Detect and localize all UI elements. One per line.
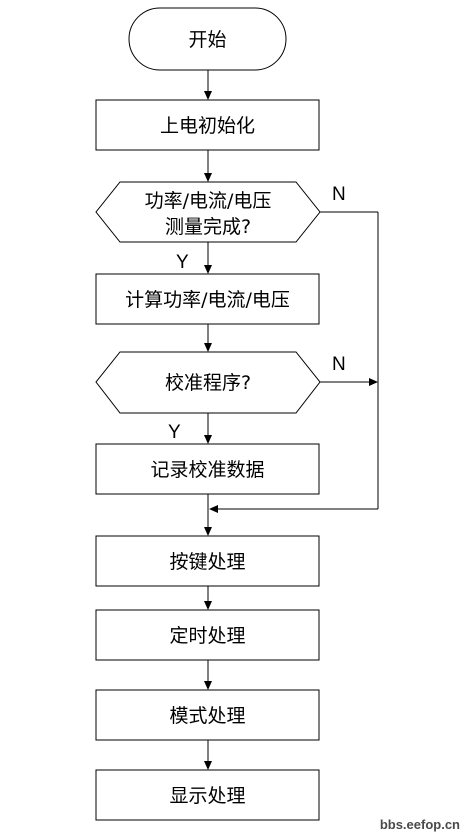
display-handling-label: 显示处理: [169, 785, 245, 807]
power-on-init-box: 上电初始化: [95, 99, 320, 151]
calibration-decision: 校准程序?: [95, 351, 321, 414]
measure-done-label-line2: 测量完成?: [165, 216, 251, 238]
mode-handling-label: 模式处理: [169, 705, 245, 727]
start-label: 开始: [188, 29, 226, 51]
measure-done-decision: 功率/电流/电压 测量完成?: [95, 181, 321, 243]
power-on-init-label: 上电初始化: [160, 115, 255, 137]
key-handling-box: 按键处理: [95, 535, 320, 587]
compute-label: 计算功率/电流/电压: [125, 289, 290, 311]
yes-label-1: Y: [176, 252, 189, 273]
no-label-1: N: [332, 184, 346, 205]
timer-handling-box: 定时处理: [95, 609, 320, 661]
record-calibration-label: 记录校准数据: [150, 459, 264, 481]
mode-handling-box: 模式处理: [95, 689, 320, 741]
measure-done-label-line1: 功率/电流/电压: [145, 190, 272, 212]
record-calibration-box: 记录校准数据: [95, 443, 320, 495]
display-handling-box: 显示处理: [95, 769, 320, 821]
compute-box: 计算功率/电流/电压: [95, 273, 320, 325]
no-label-2: N: [332, 354, 346, 375]
start-terminal: 开始: [128, 7, 287, 71]
watermark-text: bbs.eefop.cn: [380, 817, 460, 832]
timer-handling-label: 定时处理: [169, 625, 245, 647]
key-handling-label: 按键处理: [169, 551, 245, 573]
yes-label-2: Y: [168, 422, 181, 443]
calibration-label: 校准程序?: [165, 372, 251, 394]
